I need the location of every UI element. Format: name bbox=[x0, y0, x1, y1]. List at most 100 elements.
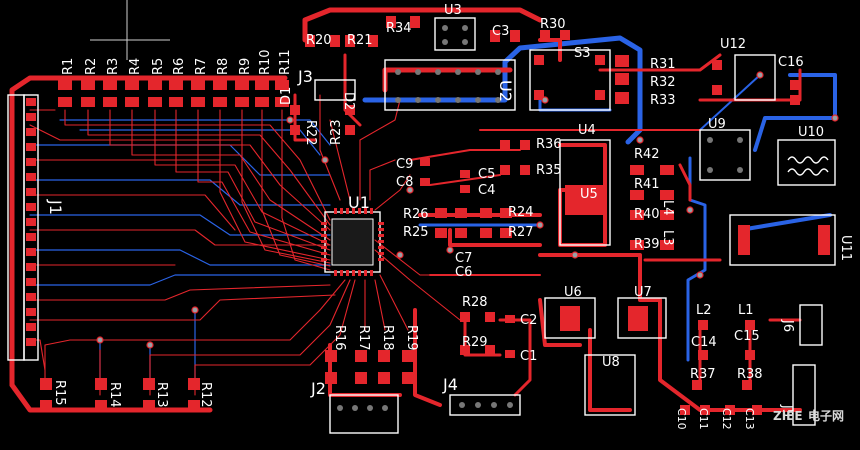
label-j5: J5 bbox=[779, 404, 794, 417]
label-l4: L4 bbox=[660, 200, 675, 216]
label-r7: R7 bbox=[194, 58, 209, 75]
label-c13: C13 bbox=[743, 408, 756, 430]
ic-u11 bbox=[729, 214, 836, 266]
label-r14: R14 bbox=[107, 382, 122, 408]
label-c8: C8 bbox=[396, 175, 413, 190]
label-r17: R17 bbox=[356, 325, 371, 351]
label-r9: R9 bbox=[238, 58, 253, 75]
label-r4: R4 bbox=[128, 58, 143, 75]
ic-u1-qfp bbox=[321, 208, 384, 276]
label-u12: U12 bbox=[720, 37, 746, 52]
label-r24: R24 bbox=[508, 205, 534, 220]
label-j6: J6 bbox=[780, 319, 795, 332]
label-r15: R15 bbox=[52, 380, 67, 406]
smd-pads bbox=[40, 16, 800, 415]
ic-u7 bbox=[617, 297, 667, 339]
label-c5: C5 bbox=[478, 167, 495, 182]
origin-cross bbox=[90, 0, 170, 60]
label-r41: R41 bbox=[634, 177, 660, 192]
label-c3: C3 bbox=[492, 24, 509, 39]
connector-j6 bbox=[799, 304, 823, 346]
watermark-logo: ZIEE 电子网 bbox=[773, 408, 844, 423]
label-l3: L3 bbox=[660, 230, 675, 246]
label-l1: L1 bbox=[738, 303, 754, 318]
label-c14: C14 bbox=[691, 335, 717, 350]
vias bbox=[96, 71, 839, 349]
label-c7: C7 bbox=[455, 251, 472, 266]
ic-u3 bbox=[434, 17, 476, 51]
ic-u8 bbox=[584, 354, 636, 416]
label-r29: R29 bbox=[462, 335, 488, 350]
label-c11: C11 bbox=[697, 408, 710, 430]
label-r28: R28 bbox=[462, 295, 488, 310]
connector-j5 bbox=[792, 364, 816, 426]
label-s3: S3 bbox=[574, 46, 591, 61]
label-l2: L2 bbox=[696, 303, 712, 318]
label-u1: U1 bbox=[348, 193, 370, 212]
label-r3: R3 bbox=[106, 58, 121, 75]
label-d1: D1 bbox=[279, 87, 294, 105]
label-u3: U3 bbox=[444, 3, 462, 18]
ic-u4-u5 bbox=[559, 139, 611, 246]
label-r26: R26 bbox=[403, 207, 429, 222]
label-r35: R35 bbox=[536, 163, 562, 178]
label-c12: C12 bbox=[720, 408, 733, 430]
switch-s3 bbox=[529, 49, 611, 111]
label-r20: R20 bbox=[306, 33, 332, 48]
label-r5: R5 bbox=[151, 58, 166, 75]
connector-j4 bbox=[449, 394, 521, 416]
label-r40: R40 bbox=[634, 207, 660, 222]
label-u9: U9 bbox=[708, 117, 726, 132]
label-r37: R37 bbox=[690, 367, 716, 382]
label-r11: R11 bbox=[278, 49, 293, 75]
connector-j1 bbox=[7, 94, 39, 361]
ic-u10-coil bbox=[777, 139, 836, 186]
connector-j2 bbox=[329, 394, 399, 434]
label-r2: R2 bbox=[84, 58, 99, 75]
ic-u6 bbox=[544, 297, 596, 339]
label-j2: J2 bbox=[310, 379, 326, 398]
label-j4: J4 bbox=[442, 375, 458, 394]
label-r19: R19 bbox=[404, 325, 419, 351]
label-r16: R16 bbox=[332, 325, 347, 351]
ic-u12 bbox=[712, 54, 776, 101]
label-r27: R27 bbox=[508, 225, 534, 240]
ic-u9 bbox=[699, 129, 751, 181]
label-c2: C2 bbox=[520, 313, 537, 328]
label-r34: R34 bbox=[386, 21, 412, 36]
label-u5: U5 bbox=[580, 187, 598, 202]
label-r25: R25 bbox=[403, 225, 429, 240]
label-c4: C4 bbox=[478, 183, 495, 198]
label-c9: C9 bbox=[396, 157, 413, 172]
label-u7: U7 bbox=[634, 285, 652, 300]
label-c6: C6 bbox=[455, 265, 472, 280]
label-r36: R36 bbox=[536, 137, 562, 152]
watermark-logo-text: ZIEE bbox=[773, 409, 803, 423]
label-r42: R42 bbox=[634, 147, 660, 162]
top-copper-layer bbox=[9, 7, 802, 413]
label-r23: R23 bbox=[329, 119, 344, 145]
label-u8: U8 bbox=[602, 355, 620, 370]
label-r8: R8 bbox=[216, 58, 231, 75]
resistor-array-r1-r11 bbox=[58, 80, 289, 107]
label-r32: R32 bbox=[650, 75, 676, 90]
label-r33: R33 bbox=[650, 93, 676, 108]
label-c10: C10 bbox=[675, 408, 688, 430]
label-u2: U2 bbox=[496, 80, 515, 102]
label-r39: R39 bbox=[634, 237, 660, 252]
label-d2: D2 bbox=[341, 92, 356, 110]
label-r22: R22 bbox=[303, 120, 318, 146]
label-r13: R13 bbox=[154, 382, 169, 408]
label-r30: R30 bbox=[540, 17, 566, 32]
connector-j3 bbox=[314, 79, 356, 101]
label-r12: R12 bbox=[198, 382, 213, 408]
label-c16: C16 bbox=[778, 55, 804, 70]
label-r18: R18 bbox=[380, 325, 395, 351]
label-r10: R10 bbox=[258, 49, 273, 75]
label-u10: U10 bbox=[798, 125, 824, 140]
label-j1: J1 bbox=[46, 199, 65, 215]
label-c15: C15 bbox=[734, 329, 760, 344]
label-r21: R21 bbox=[347, 33, 373, 48]
label-u4: U4 bbox=[578, 123, 596, 138]
ic-u2-dip bbox=[384, 59, 516, 111]
